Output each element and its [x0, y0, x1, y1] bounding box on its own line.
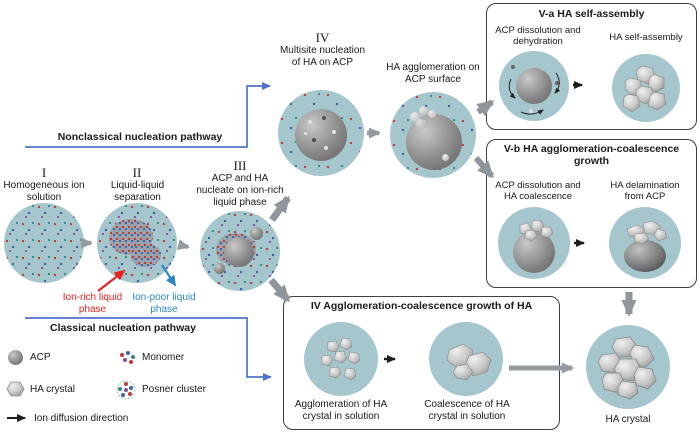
small-ha-crystals	[320, 337, 361, 381]
box-vb-left-label: ACP dissolution and HA coalescence	[495, 180, 581, 203]
ha-cluster-bump	[442, 154, 449, 161]
circle-ha-agglomeration-on-acp	[390, 92, 476, 178]
classical-pathway-label: Classical nucleation pathway	[50, 322, 196, 334]
ion-rich-phase-blob-2	[131, 243, 161, 267]
box-iv-right-label: Coalescence of HA crystal in solution	[424, 399, 510, 422]
box-vb-title: V-b HA agglomeration-coalescence growth	[503, 143, 680, 168]
coalesced-ha-crystals	[446, 343, 492, 381]
circle-acp-ha-nucleation	[200, 211, 280, 291]
dissolution-arrows	[508, 72, 561, 115]
box-va-self-assembly	[486, 3, 697, 130]
legend-ion-diffusion-label: Ion diffusion direction	[34, 413, 129, 424]
circle-ha-coalescence-solution	[429, 322, 503, 396]
stage4-label: Multisite nucleation of HA on ACP	[279, 45, 366, 68]
ha-nucleus-speck	[304, 132, 307, 135]
ha-nucleus-speck	[324, 146, 328, 150]
ha-nucleus-speck	[332, 130, 336, 134]
box-va-right-label: HA self-assembly	[609, 32, 683, 43]
stage2-label: Liquid-liquid separation	[110, 180, 165, 203]
box-vb-right-label: HA delamination from ACP	[610, 180, 680, 203]
ha-cluster-bump	[419, 106, 428, 115]
ha-crystal-cluster	[622, 65, 667, 113]
legend-posner-cluster-label: Posner cluster	[142, 384, 206, 395]
acp-sphere-small-2	[214, 263, 225, 274]
acp-sphere-small	[250, 227, 263, 240]
nonclassical-pathway-label: Nonclassical nucleation pathway	[57, 131, 223, 143]
legend-ha-crystal-label: HA crystal	[30, 384, 76, 395]
fragment-speck	[529, 109, 533, 113]
acp-sphere	[224, 237, 254, 267]
stage3-label: ACP and HA nucleate on ion-rich liquid p…	[196, 173, 284, 208]
delamination-illustration	[624, 220, 668, 272]
circle-multisite-nucleation	[278, 90, 364, 176]
box-iv-growth	[283, 296, 560, 430]
ha-cluster-bump	[415, 119, 427, 129]
legend-ha-crystal-icon	[6, 381, 25, 397]
circle-liquid-liquid-separation	[97, 203, 177, 283]
acp-sphere-dissolving	[516, 68, 552, 104]
ion-rich-phase-label: Ion-rich liquid phase	[62, 292, 123, 315]
ha-agglomeration-label: HA agglomeration on ACP surface	[386, 62, 480, 85]
circle-homogeneous-ion-solution	[4, 203, 84, 283]
ha-cluster-bump	[410, 112, 420, 122]
box-iv-title: IV Agglomeration-coalescence growth of H…	[310, 300, 533, 312]
box-va-title: V-a HA self-assembly	[538, 8, 645, 20]
acp-sphere-large	[295, 109, 347, 161]
arrow-s3-to-ivbox	[268, 277, 291, 303]
circle-ha-crystal-final	[586, 325, 670, 409]
stage1-numeral: I	[41, 165, 47, 180]
stage2-numeral: II	[132, 165, 142, 180]
legend-acp-label: ACP	[30, 352, 51, 363]
ha-nucleus-speck	[308, 120, 312, 124]
fragment-speck	[555, 81, 559, 85]
legend-monomer-icon	[120, 351, 135, 364]
legend-acp-icon	[8, 350, 23, 365]
circle-ha-agglomeration-solution	[304, 322, 378, 396]
ha-nucleus-speck	[322, 116, 326, 120]
fragment-speck	[511, 65, 515, 69]
circle-acp-dissolution-ha-coalescence	[498, 207, 570, 279]
ha-cluster-bump	[428, 110, 436, 118]
box-vb-agglomeration-coalescence	[486, 139, 697, 288]
circle-ha-delamination	[609, 207, 681, 279]
ion-poor-phase-label: Ion-poor liquid phase	[132, 292, 196, 315]
large-ha-crystal-cluster	[597, 336, 657, 400]
circle-ha-self-assembly	[612, 54, 680, 122]
ha-nucleus-speck	[312, 138, 316, 142]
legend-ion-diffusion-icon	[7, 414, 26, 422]
circle-acp-dissolution-dehydration	[499, 51, 569, 121]
stage1-label: Homogeneous ion solution	[3, 180, 85, 203]
arrow-s2-to-s3	[176, 239, 190, 250]
legend-posner-cluster-icon	[116, 380, 136, 400]
stage3-numeral: III	[233, 158, 247, 173]
box-iv-left-label: Agglomeration of HA crystal in solution	[294, 399, 388, 422]
legend-monomer-label: Monomer	[142, 352, 185, 363]
ha-crystals-on-acp	[519, 219, 554, 242]
ha-crystal-final-label: HA crystal	[605, 414, 651, 425]
box-va-left-label: ACP dissolution and dehydration	[495, 25, 581, 48]
stage4-numeral: IV	[315, 30, 330, 45]
